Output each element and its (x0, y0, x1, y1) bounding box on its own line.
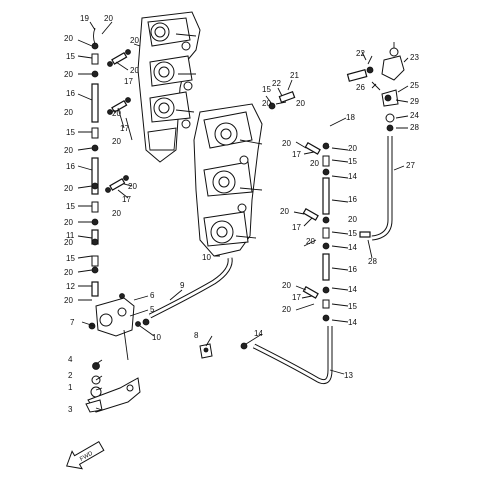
callout-15: 15 (348, 157, 357, 166)
callout-20: 20 (130, 66, 139, 75)
callout-14: 14 (348, 285, 357, 294)
callout-20: 20 (130, 36, 139, 45)
callout-20: 20 (296, 99, 305, 108)
hose-9-inner (149, 257, 232, 318)
callout-17: 17 (292, 293, 301, 302)
callout-26: 26 (356, 83, 365, 92)
hose-13 (252, 326, 333, 385)
callout-16: 16 (66, 89, 75, 98)
callout-20: 20 (112, 209, 121, 218)
callout-16: 16 (66, 162, 75, 171)
callout-17: 17 (292, 223, 301, 232)
callout-8: 8 (194, 331, 199, 340)
callout-20: 20 (64, 268, 73, 277)
hose-9 (148, 257, 233, 319)
callout-19: 19 (80, 14, 89, 23)
fwd-arrow: FWD (66, 440, 105, 470)
callout-10: 10 (152, 333, 161, 342)
callout-20: 20 (104, 14, 113, 23)
callout-14: 14 (254, 329, 263, 338)
callout-15: 15 (66, 52, 75, 61)
callout-20: 20 (64, 218, 73, 227)
callout-24: 24 (410, 111, 419, 120)
callout-20: 20 (64, 238, 73, 247)
callout-3: 3 (68, 405, 73, 414)
callout-12: 12 (66, 282, 75, 291)
hose-18-inner (271, 111, 331, 147)
callout-27: 27 (406, 161, 415, 170)
callout-20: 20 (64, 146, 73, 155)
hose-27 (371, 136, 393, 241)
callout-28: 28 (410, 123, 419, 132)
callout-15: 15 (348, 302, 357, 311)
callout-6: 6 (150, 291, 155, 300)
lower-carburetor-bank (193, 103, 263, 257)
callout-20: 20 (64, 108, 73, 117)
callout-20: 20 (64, 70, 73, 79)
callout-7: 7 (70, 318, 75, 327)
fuel-pump (88, 293, 150, 361)
callout-17: 17 (120, 124, 129, 133)
callout-15: 15 (66, 202, 75, 211)
callout-20: 20 (112, 109, 121, 118)
callout-25: 25 (410, 81, 419, 90)
callout-22: 22 (356, 49, 365, 58)
callout-15: 15 (262, 85, 271, 94)
callout-20: 20 (64, 34, 73, 43)
callout-10: 10 (202, 253, 211, 262)
callout-11: 11 (66, 231, 75, 240)
callout-29: 29 (410, 97, 419, 106)
mount-bracket (85, 362, 141, 413)
callout-23: 23 (410, 53, 419, 62)
hose-13-inner (253, 326, 332, 384)
callout-20: 20 (128, 182, 137, 191)
callout-17: 17 (122, 195, 131, 204)
callout-21: 21 (290, 71, 299, 80)
callout-5: 5 (150, 305, 155, 314)
callout-18: 18 (346, 113, 355, 122)
callout-9: 9 (180, 281, 185, 290)
callout-4: 4 (68, 355, 73, 364)
callout-20: 20 (282, 139, 291, 148)
callout-14: 14 (348, 318, 357, 327)
callout-20: 20 (280, 207, 289, 216)
callout-22: 22 (272, 79, 281, 88)
upper-carburetor-bank (137, 11, 201, 163)
callout-20: 20 (310, 159, 319, 168)
callout-17: 17 (124, 77, 133, 86)
callout-20: 20 (282, 281, 291, 290)
callout-20: 20 (64, 296, 73, 305)
callout-14: 14 (348, 243, 357, 252)
fuel-joint-assembly (268, 42, 405, 132)
callout-2: 2 (68, 371, 73, 380)
callout-28: 28 (368, 257, 377, 266)
callout-20: 20 (262, 99, 271, 108)
callout-15: 15 (348, 229, 357, 238)
callout-20: 20 (306, 237, 315, 246)
callout-15: 15 (66, 254, 75, 263)
hose-27-inner (371, 136, 392, 240)
leader-lines (77, 21, 409, 411)
callout-16: 16 (348, 265, 357, 274)
left-hose-column (91, 27, 99, 297)
callout-20: 20 (282, 305, 291, 314)
callout-14: 14 (348, 172, 357, 181)
callout-1: 1 (68, 383, 73, 392)
connector-tubes-left (105, 49, 131, 193)
callout-20: 20 (64, 184, 73, 193)
callout-20: 20 (112, 137, 121, 146)
right-hose-column (302, 141, 330, 322)
callout-labels: 19 20 20 20 15 20 17 20 16 20 15 17 20 2… (64, 14, 419, 414)
callout-20: 20 (348, 144, 357, 153)
callout-16: 16 (348, 195, 357, 204)
hose-18 (271, 111, 331, 147)
callout-20: 20 (348, 215, 357, 224)
callout-15: 15 (66, 128, 75, 137)
callout-13: 13 (344, 371, 353, 380)
callout-17: 17 (292, 150, 301, 159)
